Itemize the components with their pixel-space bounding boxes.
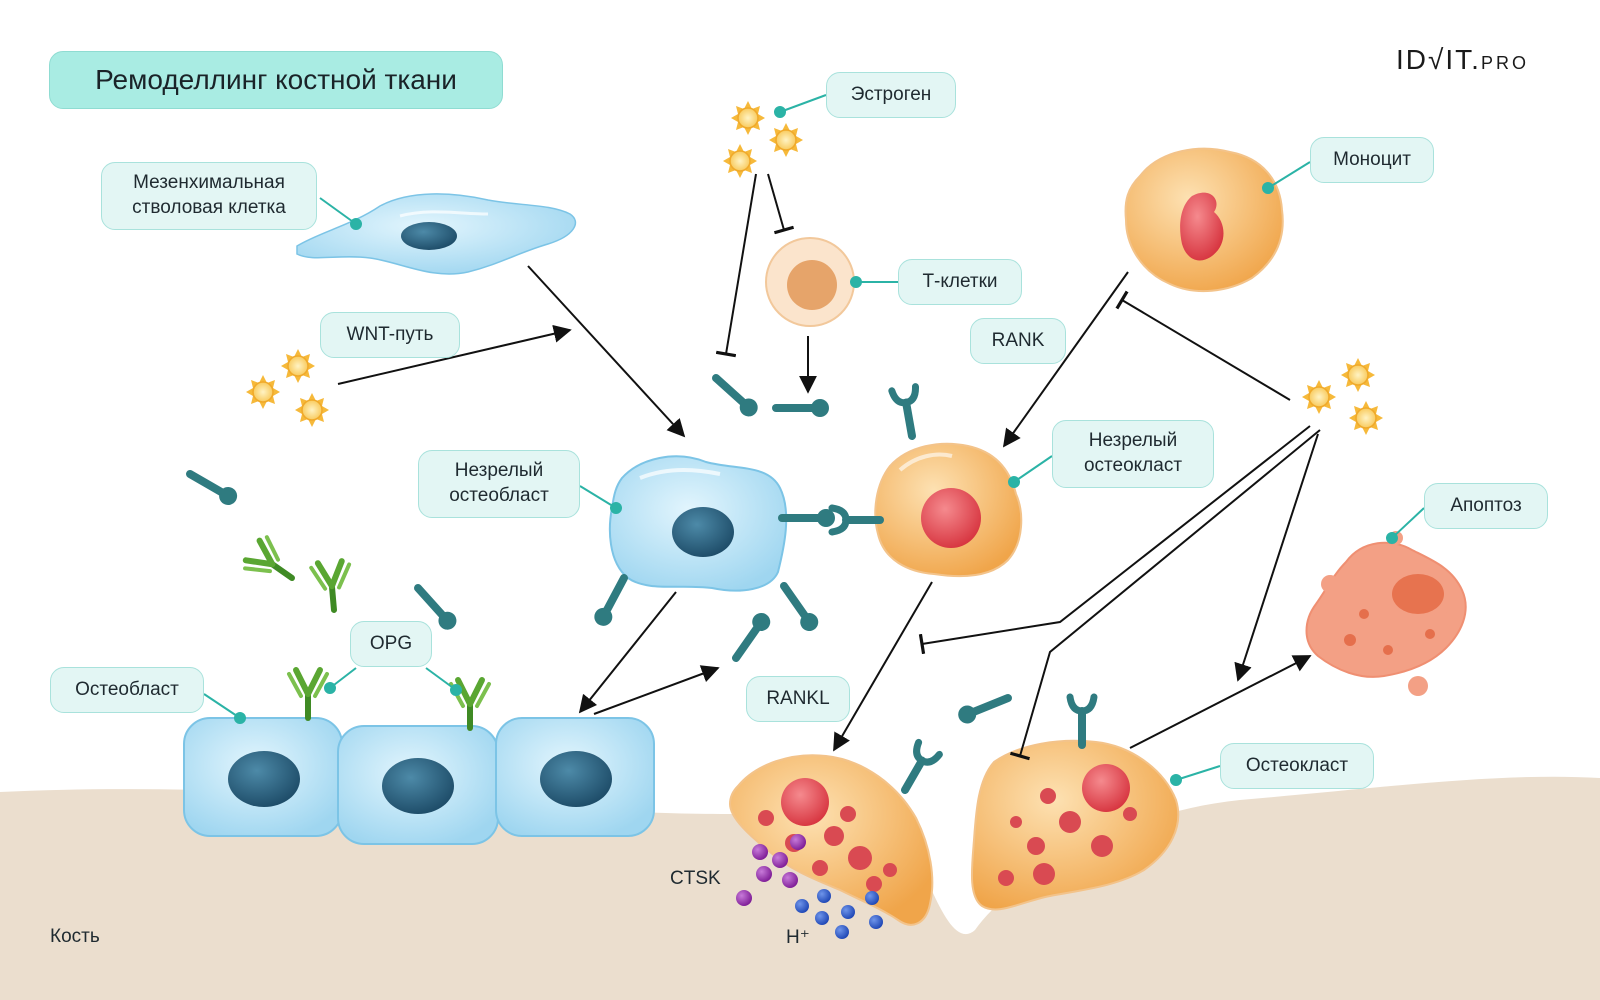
h-plus-particles: [795, 889, 883, 939]
immature-osteoblast-cell: [608, 455, 788, 592]
label-rankl: RANKL: [746, 676, 850, 722]
label-t-cells: Т-клетки: [898, 259, 1022, 305]
osteoclast-right: [970, 739, 1180, 911]
label-bone: Кость: [50, 926, 100, 947]
label-opg: OPG: [350, 621, 432, 667]
label-estrogen: Эстроген: [826, 72, 956, 118]
apoptotic-cell: [1305, 531, 1467, 696]
label-immature-osteoclast: Незрелый остеокласт: [1052, 420, 1214, 488]
t-cell: [765, 237, 855, 327]
logo-main: ID√IT.: [1396, 44, 1481, 75]
ctsk-particles: [736, 834, 806, 906]
osteoblast-cells: [183, 717, 655, 845]
label-osteoclast: Остеокласт: [1220, 743, 1374, 789]
wnt-molecules: [245, 348, 330, 428]
monocyte: [1124, 147, 1284, 293]
logo: ID√IT.PRO: [1396, 44, 1529, 76]
label-immature-osteoblast: Незрелый остеобласт: [418, 450, 580, 518]
label-mesenchymal-stem-cell: Мезенхимальная стволовая клетка: [101, 162, 317, 230]
estrogen-molecules: [722, 100, 804, 179]
label-apoptosis: Апоптоз: [1424, 483, 1548, 529]
page-title: Ремоделлинг костной ткани: [49, 51, 503, 109]
label-monocyte: Моноцит: [1310, 137, 1434, 183]
label-osteoblast: Остеобласт: [50, 667, 204, 713]
label-h-plus: H⁺: [786, 927, 810, 948]
signal-molecules-right: [1301, 357, 1384, 436]
label-ctsk: CTSK: [670, 868, 721, 889]
label-wnt-pathway: WNT-путь: [320, 312, 460, 358]
label-rank: RANK: [970, 318, 1066, 364]
activation-arrows: [337, 265, 1319, 752]
immature-osteoclast-cell: [874, 442, 1023, 578]
mesenchymal-stem-cell: [296, 193, 577, 275]
inhibition-lines: [715, 173, 1321, 761]
label-connectors: [203, 94, 1425, 786]
logo-suffix: PRO: [1480, 53, 1529, 73]
